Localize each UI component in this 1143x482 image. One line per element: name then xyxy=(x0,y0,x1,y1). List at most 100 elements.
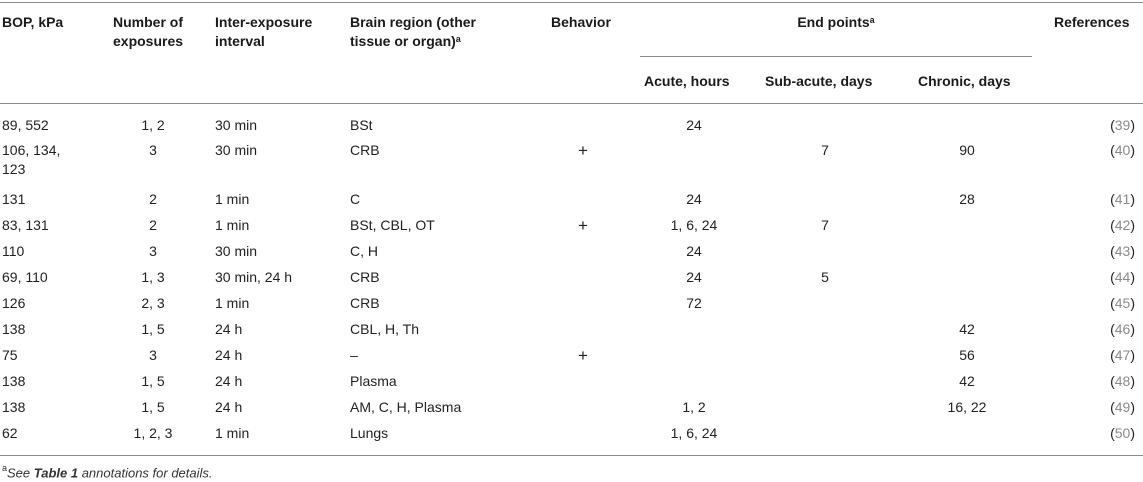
cell-region: CRB xyxy=(350,142,380,158)
cell-chronic: 42 xyxy=(959,373,975,389)
reference-number[interactable]: 47 xyxy=(1114,347,1131,363)
cell-interval: 24 h xyxy=(215,321,243,337)
reference-number[interactable]: 40 xyxy=(1114,142,1131,158)
cell-subacute: 5 xyxy=(821,269,829,285)
cell-chronic: 42 xyxy=(959,321,975,337)
reference-number[interactable]: 50 xyxy=(1114,425,1131,441)
bop-line: 89, 552 xyxy=(2,117,49,133)
endpoints-subrule xyxy=(640,56,1032,57)
cell-acute: 1, 6, 24 xyxy=(670,425,718,441)
bop-line: 83, 131 xyxy=(2,217,49,233)
cell-interval: 24 h xyxy=(215,399,243,415)
footnote-mark: a xyxy=(2,463,8,473)
cell-reference: (45) xyxy=(1110,295,1135,311)
cell-acute: 1, 6, 24 xyxy=(670,217,718,233)
header-subacute: Sub-acute, days xyxy=(765,73,873,89)
cell-bop: 75 xyxy=(2,346,18,365)
reference-number[interactable]: 41 xyxy=(1114,191,1131,207)
cell-bop: 138 xyxy=(2,372,25,391)
cell-interval: 30 min xyxy=(215,117,258,133)
cell-reference: (48) xyxy=(1110,373,1135,389)
bop-line: 138 xyxy=(2,373,26,389)
cell-acute: 24 xyxy=(686,269,702,285)
cell-bop: 69, 110 xyxy=(2,268,48,287)
header-endpoints: End pointsa xyxy=(797,14,875,30)
cell-acute: 72 xyxy=(686,295,702,311)
footnote-text-before: See xyxy=(7,465,34,481)
cell-bop: 131 xyxy=(2,190,25,209)
reference-number[interactable]: 46 xyxy=(1114,321,1131,337)
cell-reference: (46) xyxy=(1110,321,1135,337)
cell-exposures: 2 xyxy=(149,217,157,233)
cell-chronic: 56 xyxy=(959,347,975,363)
cell-exposures: 3 xyxy=(149,142,157,158)
header-interval: Inter-exposure interval xyxy=(215,14,313,49)
cell-bop: 62 xyxy=(2,424,18,443)
reference-number[interactable]: 49 xyxy=(1114,399,1131,415)
bop-line: 131 xyxy=(2,191,26,207)
header-chronic: Chronic, days xyxy=(918,73,1011,89)
cell-chronic: 28 xyxy=(959,191,975,207)
cell-region: BSt, CBL, OT xyxy=(350,217,435,233)
cell-region: CRB xyxy=(350,295,380,311)
cell-reference: (44) xyxy=(1110,269,1135,285)
cell-region: C, H xyxy=(350,243,378,259)
cell-acute: 24 xyxy=(686,191,702,207)
header-acute: Acute, hours xyxy=(644,73,730,89)
bop-line-continued: 123 xyxy=(2,161,26,177)
cell-region: – xyxy=(350,347,358,363)
header-behavior: Behavior xyxy=(551,14,611,30)
bop-line: 138 xyxy=(2,399,26,415)
reference-number[interactable]: 39 xyxy=(1114,117,1131,133)
cell-behavior: + xyxy=(578,346,588,365)
cell-region: C xyxy=(350,191,361,207)
cell-behavior: + xyxy=(578,216,588,235)
cell-interval: 30 min, 24 h xyxy=(215,269,293,285)
cell-interval: 24 h xyxy=(215,347,243,363)
reference-number[interactable]: 48 xyxy=(1114,373,1131,389)
cell-acute: 1, 2 xyxy=(682,399,706,415)
cell-subacute: 7 xyxy=(821,217,829,233)
bop-line: 126 xyxy=(2,295,26,311)
header-references: References xyxy=(1054,14,1130,30)
reference-number[interactable]: 42 xyxy=(1114,217,1131,233)
cell-region: AM, C, H, Plasma xyxy=(350,399,462,415)
cell-region: Plasma xyxy=(350,373,397,389)
cell-bop: 106, 134, 123 xyxy=(2,141,60,179)
reference-number[interactable]: 44 xyxy=(1114,269,1131,285)
cell-chronic: 16, 22 xyxy=(947,399,987,415)
cell-bop: 138 xyxy=(2,398,25,417)
cell-region: CRB xyxy=(350,269,380,285)
cell-reference: (43) xyxy=(1110,243,1135,259)
cell-exposures: 1, 5 xyxy=(141,399,165,415)
header-endpoints-footnote-mark: a xyxy=(869,15,875,25)
cell-interval: 1 min xyxy=(215,217,250,233)
bop-line: 69, 110 xyxy=(2,269,48,285)
cell-region: Lungs xyxy=(350,425,389,441)
cell-bop: 126 xyxy=(2,294,25,313)
cell-exposures: 1, 2, 3 xyxy=(133,425,173,441)
cell-reference: (42) xyxy=(1110,217,1135,233)
cell-subacute: 7 xyxy=(821,142,829,158)
bop-line: 62 xyxy=(2,425,18,441)
cell-interval: 24 h xyxy=(215,373,243,389)
header-region-footnote-mark: a xyxy=(455,34,461,44)
cell-reference: (41) xyxy=(1110,191,1135,207)
header-region: Brain region (other tissue or organ)a xyxy=(350,14,477,49)
bop-line: 110 xyxy=(2,243,25,259)
reference-number[interactable]: 43 xyxy=(1114,243,1131,259)
cell-behavior: + xyxy=(578,141,588,160)
cell-acute: 24 xyxy=(686,117,702,133)
cell-bop: 138 xyxy=(2,320,25,339)
bop-line: 106, 134, xyxy=(2,142,61,158)
reference-number[interactable]: 45 xyxy=(1114,295,1131,311)
cell-exposures: 2 xyxy=(149,191,157,207)
cell-bop: 83, 131 xyxy=(2,216,49,235)
cell-reference: (47) xyxy=(1110,347,1135,363)
cell-exposures: 1, 5 xyxy=(141,373,165,389)
cell-region: CBL, H, Th xyxy=(350,321,419,337)
header-exposures: Number of exposures xyxy=(113,14,184,49)
cell-reference: (40) xyxy=(1110,142,1135,158)
cell-interval: 30 min xyxy=(215,142,258,158)
cell-reference: (50) xyxy=(1110,425,1135,441)
